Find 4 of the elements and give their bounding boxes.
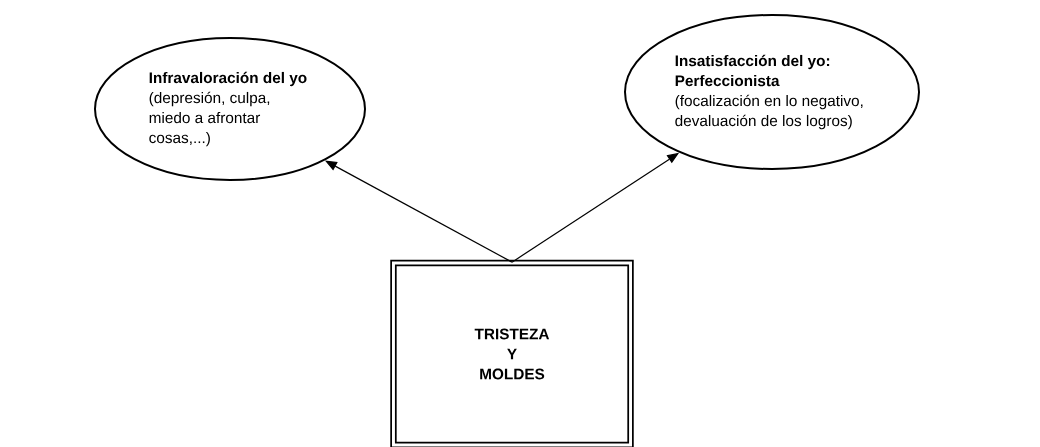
arrow <box>325 160 513 263</box>
ellipse-node: Infravaloración del yo (depresión, culpa, miedo a afrontar cosas,...) <box>94 37 366 181</box>
ellipse-node: Insatisfacción del yo: Perfeccionista (focalización en lo negativo, devaluación de los logros) <box>624 14 920 170</box>
double-border-box: TRISTEZA Y MOLDES <box>390 259 634 447</box>
